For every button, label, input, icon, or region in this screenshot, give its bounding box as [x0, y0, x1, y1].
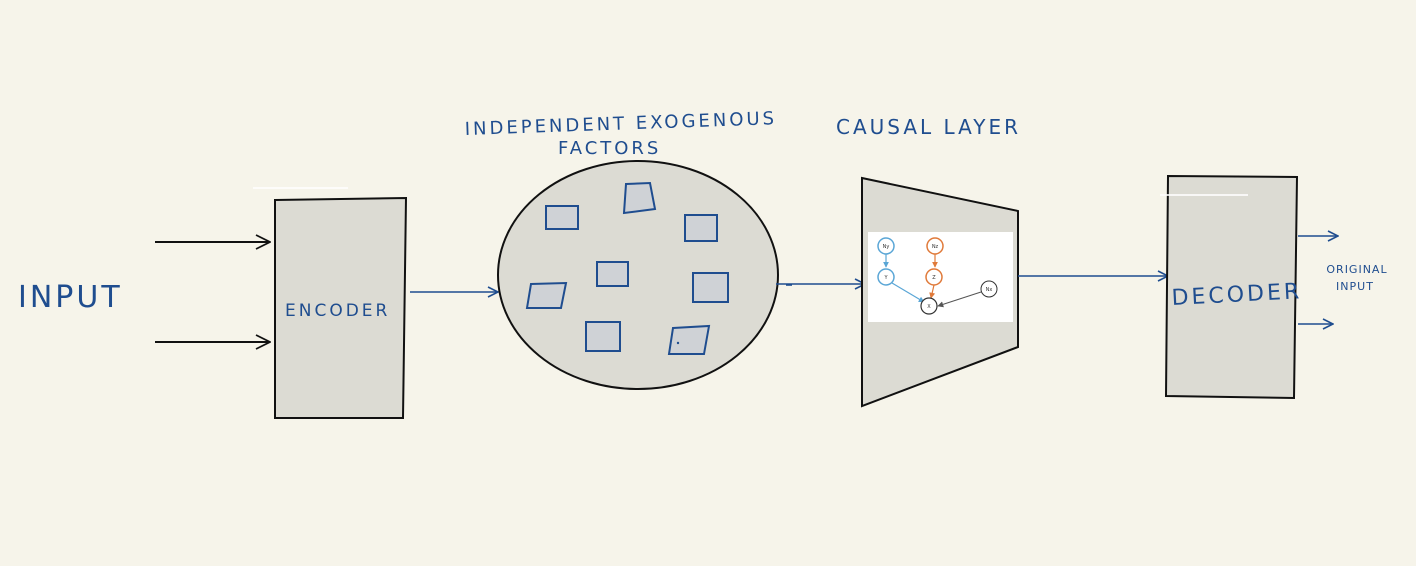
input-label: INPUT — [18, 280, 123, 315]
node-z — [925, 268, 943, 286]
node-nz — [926, 237, 944, 255]
node-y-label: Y — [883, 275, 888, 281]
factor-square — [525, 281, 568, 309]
decoder-block — [1164, 174, 1299, 400]
node-nx-label: Nx — [986, 287, 993, 293]
edge-y-x — [891, 282, 925, 303]
node-y — [877, 268, 895, 286]
factor-square — [684, 214, 718, 242]
node-z-label: Z — [932, 275, 936, 281]
edge-nx-x — [937, 291, 982, 308]
causal-layer-title: CAUSAL LAYER — [836, 115, 1021, 139]
node-ny-label: Ny — [883, 244, 890, 250]
factors-title-line1: INDEPENDENT EXOGENOUS — [464, 108, 777, 140]
output-label-line1: ORIGINAL — [1326, 263, 1387, 276]
factor-square — [596, 261, 629, 287]
node-nx — [980, 280, 998, 298]
encoder-block — [274, 196, 408, 419]
output-label-line2: INPUT — [1336, 280, 1374, 293]
factor-square — [692, 272, 729, 303]
edge-z-x — [929, 284, 936, 299]
factor-square — [667, 324, 711, 355]
factor-square — [585, 321, 621, 352]
factor-square — [545, 205, 579, 230]
factors-title-line2: FACTORS — [558, 138, 661, 159]
factor-square — [622, 181, 657, 215]
node-nz-label: Nz — [932, 244, 939, 250]
encoder-label: ENCODER — [285, 301, 390, 321]
node-x-label: X — [927, 304, 931, 310]
node-x — [920, 297, 938, 315]
node-ny — [877, 237, 895, 255]
factor-dot — [676, 341, 680, 345]
causal-graph-inset: Ny Nz Y Z X Nx — [868, 232, 1013, 322]
